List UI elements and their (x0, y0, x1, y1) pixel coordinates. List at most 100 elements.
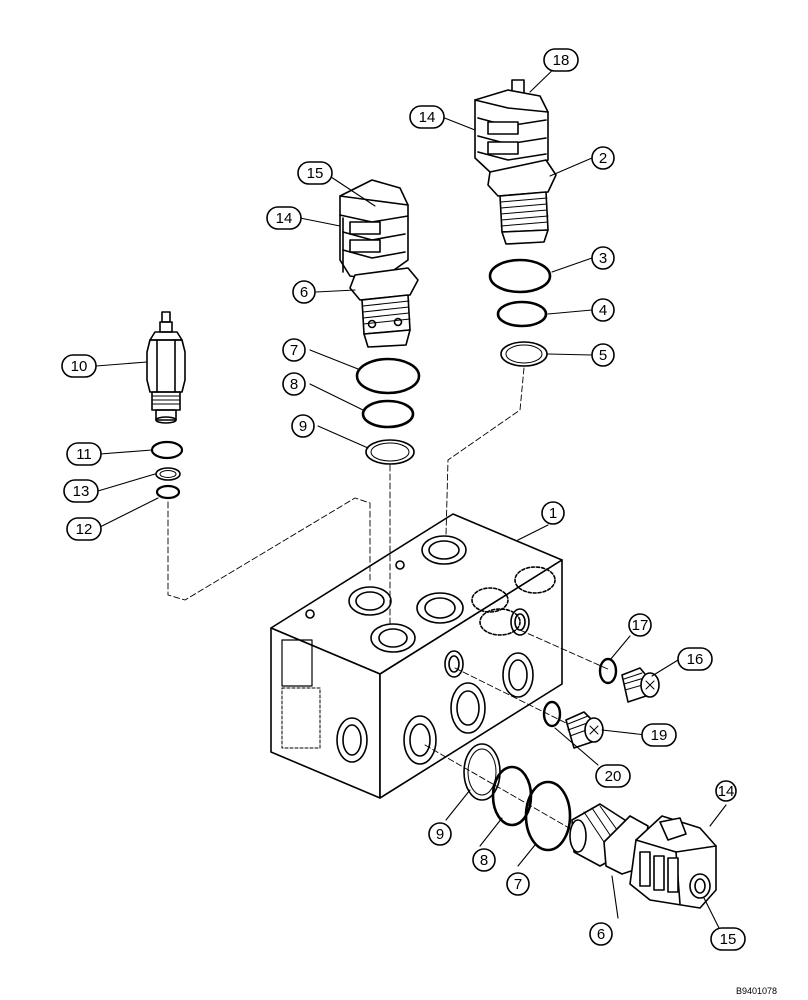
callout-label: 7 (290, 342, 298, 359)
drawing-code: B9401078 (736, 986, 777, 996)
callout-label: 7 (514, 876, 522, 893)
ring-9-top-inner (370, 442, 410, 462)
callout-bubble (297, 161, 333, 185)
ring-5-inner (505, 344, 543, 364)
callout-label: 15 (720, 931, 737, 948)
callout-label: 8 (480, 852, 488, 869)
callout-3: 3 (591, 246, 615, 270)
callout-label: 9 (436, 826, 444, 843)
callout-15: 15 (710, 927, 746, 951)
callout-label: 11 (76, 446, 92, 463)
o-ring-11 (150, 440, 184, 460)
o-ring-12 (155, 484, 181, 500)
callout-7: 7 (506, 872, 530, 896)
callout-label: 12 (76, 521, 93, 538)
callout-1: 1 (541, 501, 565, 525)
callout-label: 14 (276, 210, 293, 227)
callout-14: 14 (409, 105, 445, 129)
ring-9-lower-inner (467, 748, 497, 796)
callout-bubble (589, 922, 613, 946)
ring-5 (500, 341, 548, 367)
callout-label: 14 (419, 109, 436, 126)
callout-5: 5 (591, 343, 615, 367)
callout-bubble (543, 48, 579, 72)
o-ring-20 (542, 700, 562, 728)
callout-bubble (628, 613, 652, 637)
callout-16: 16 (677, 647, 713, 671)
callout-bubble (428, 822, 452, 846)
callout-8: 8 (472, 848, 496, 872)
ring-13 (155, 467, 181, 481)
solenoid-valve-lower (569, 803, 717, 909)
callout-label: 5 (599, 347, 607, 364)
plug-16 (621, 667, 660, 703)
callout-20: 20 (595, 764, 631, 788)
callout-bubble (282, 338, 306, 362)
callout-bubble (595, 764, 631, 788)
callout-label: 15 (307, 165, 324, 182)
callout-19: 19 (641, 723, 677, 747)
o-ring-8-top (361, 399, 415, 429)
callout-bubble (591, 246, 615, 270)
callout-13: 13 (63, 479, 99, 503)
callout-label: 6 (300, 284, 308, 301)
callout-label: 2 (599, 150, 607, 167)
callout-label: 18 (553, 52, 570, 69)
callout-label: 17 (632, 617, 649, 634)
callout-bubble (715, 780, 737, 802)
callout-bubble (677, 647, 713, 671)
callout-6: 6 (292, 280, 316, 304)
callout-label: 14 (718, 783, 735, 800)
callout-bubble (61, 354, 97, 378)
ring-9-top (365, 439, 415, 465)
o-ring-3 (488, 258, 552, 294)
o-ring-17 (598, 657, 618, 685)
callout-label: 20 (605, 768, 622, 785)
callout-17: 17 (628, 613, 652, 637)
o-ring-7-top (355, 357, 421, 395)
callout-11: 11 (66, 442, 102, 466)
callout-8: 8 (282, 372, 306, 396)
callout-label: 3 (599, 250, 607, 267)
callout-label: 6 (597, 926, 605, 943)
callout-bubble (292, 280, 316, 304)
callout-bubble (506, 872, 530, 896)
callout-2: 2 (591, 146, 615, 170)
callout-bubble (409, 105, 445, 129)
center-lines (167, 367, 611, 841)
callout-bubble (472, 848, 496, 872)
callout-label: 8 (290, 376, 298, 393)
o-ring-4 (496, 300, 548, 328)
callout-6: 6 (589, 922, 613, 946)
callout-15: 15 (297, 161, 333, 185)
callout-bubble (66, 442, 102, 466)
callout-9: 9 (291, 414, 315, 438)
callout-bubble (282, 372, 306, 396)
callout-bubble (266, 206, 302, 230)
callout-18: 18 (543, 48, 579, 72)
callout-7: 7 (282, 338, 306, 362)
relief-valve-cartridge (146, 311, 186, 424)
callout-group: 1234566778899101112131414141515161718192… (61, 48, 746, 951)
plug-19 (565, 711, 604, 749)
callout-9: 9 (428, 822, 452, 846)
callout-label: 16 (687, 651, 704, 668)
callout-label: 1 (549, 505, 557, 522)
callout-12: 12 (66, 517, 102, 541)
callout-bubble (591, 146, 615, 170)
callout-label: 19 (651, 727, 668, 744)
leader-lines (95, 59, 727, 931)
callout-bubble (63, 479, 99, 503)
callout-label: 10 (71, 358, 88, 375)
callout-bubble (641, 723, 677, 747)
callout-label: 13 (73, 483, 90, 500)
callout-bubble (591, 343, 615, 367)
ring-13-inner (159, 470, 177, 478)
callout-4: 4 (591, 298, 615, 322)
callout-14: 14 (266, 206, 302, 230)
solenoid-valve-middle (339, 179, 419, 348)
callout-bubble (710, 927, 746, 951)
valve-body (270, 513, 563, 799)
callout-10: 10 (61, 354, 97, 378)
